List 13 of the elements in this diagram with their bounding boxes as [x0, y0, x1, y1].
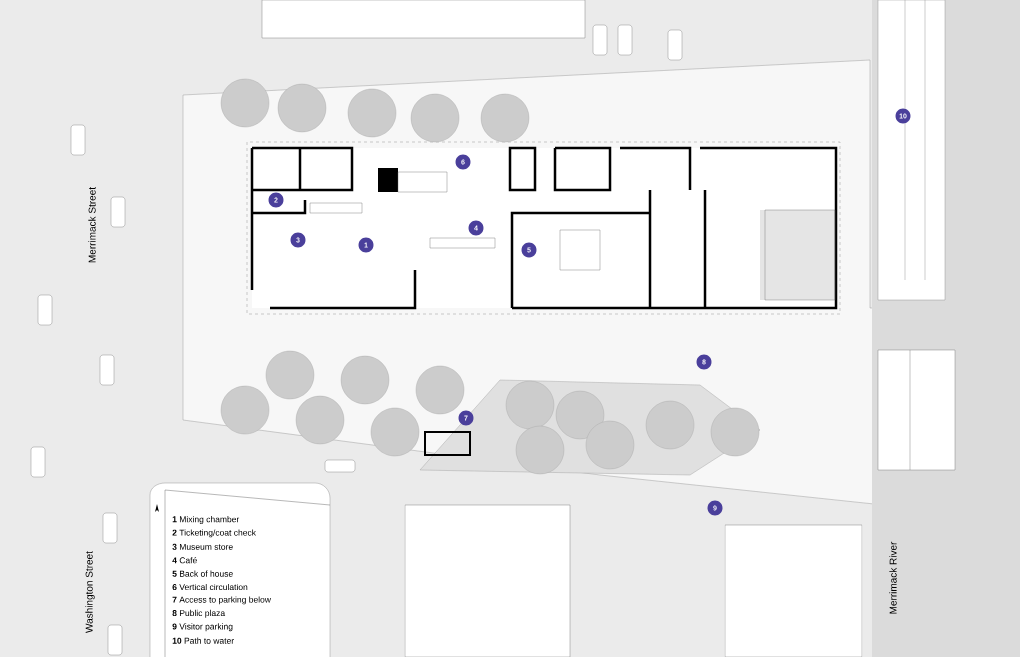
legend-entry: 9 Visitor parking: [172, 623, 233, 632]
street-name: Merrimack River: [889, 541, 897, 614]
legend-entry: 6 Vertical circulation: [172, 583, 248, 591]
street-name: Merrimack Street: [88, 187, 96, 263]
legend-entry: 7 Access to parking below: [172, 596, 271, 605]
legend-entry: 2 Ticketing/coat check: [172, 529, 256, 538]
legend-entry: 8 Public plaza: [172, 609, 226, 618]
legend-entry: 5 Back of house: [172, 570, 233, 577]
street-name: Washington Street: [85, 551, 95, 633]
legend-entry: 10 Path to water: [172, 637, 234, 644]
legend-entry: 3 Museum store: [172, 543, 233, 550]
legend-entry: 1 Mixing chamber: [172, 516, 240, 524]
legend-entry: 4 Café: [172, 557, 197, 564]
